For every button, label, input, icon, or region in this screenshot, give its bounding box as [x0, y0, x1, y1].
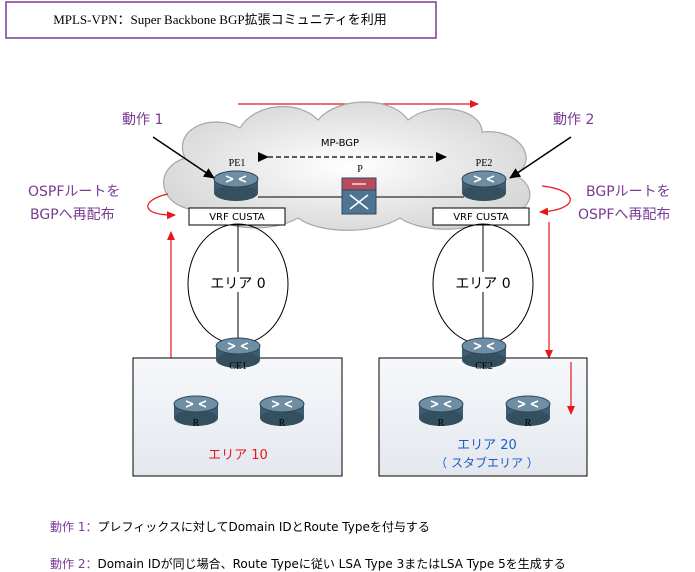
- action1-pointer: [152, 136, 215, 179]
- bgp-to-ospf-line1: BGPルートを: [586, 184, 671, 200]
- ce2-label: CE2: [475, 361, 493, 372]
- area20-box: [378, 357, 588, 477]
- pe1-label: PE1: [229, 158, 246, 169]
- vrf2-label: VRF CUSTA: [453, 212, 509, 223]
- note-action1-text: プレフィックスに対してDomain IDとRoute Typeを付与する: [97, 520, 430, 534]
- mp-bgp-label: MP-BGP: [321, 138, 359, 149]
- action2-pointer: [509, 136, 572, 179]
- pe2-router-icon: [461, 170, 507, 202]
- area20-router-1-label: R: [438, 418, 445, 429]
- left-curve-arrow: [147, 193, 176, 220]
- note-action1: 動作 1：プレフィックスに対してDomain IDとRoute Typeを付与す…: [50, 518, 430, 535]
- p-router-icon: [341, 177, 377, 215]
- area20-label-line1: エリア 20: [457, 438, 517, 453]
- area10-router-2-label: R: [279, 418, 286, 429]
- area20-router-2-label: R: [525, 418, 532, 429]
- mpls-cloud: [163, 101, 531, 231]
- ospf-to-bgp-line2: BGPへ再配布: [30, 207, 115, 223]
- vrf1-box: VRF CUSTA: [188, 207, 286, 226]
- area0-right-label: エリア 0: [455, 276, 510, 292]
- vrf1-label: VRF CUSTA: [209, 212, 265, 223]
- note-action2: 動作 2：Domain IDが同じ場合、Route Typeに従い LSA Ty…: [50, 555, 566, 572]
- area0-left-label: エリア 0: [210, 276, 265, 292]
- area10-box: [132, 357, 343, 477]
- title-box: MPLS-VPN：Super Backbone BGP拡張コミュニティを利用: [5, 1, 437, 39]
- note-action2-label: 動作 2：: [50, 557, 98, 571]
- p-label: P: [357, 164, 363, 175]
- note-action1-label: 動作 1：: [50, 520, 98, 534]
- ospf-to-bgp-line1: OSPFルートを: [28, 184, 120, 200]
- diagram-title: MPLS-VPN：Super Backbone BGP拡張コミュニティを利用: [53, 12, 387, 27]
- action2-label: 動作 2: [553, 112, 594, 128]
- vrf2-box: VRF CUSTA: [432, 207, 530, 226]
- bgp-to-ospf-line2: OSPFへ再配布: [578, 207, 670, 223]
- area10-label: エリア 10: [208, 448, 268, 463]
- action1-label: 動作 1: [122, 112, 163, 128]
- note-action2-text: Domain IDが同じ場合、Route Typeに従い LSA Type 3ま…: [97, 557, 566, 571]
- ce1-label: CE1: [229, 361, 247, 372]
- pe2-label: PE2: [476, 158, 493, 169]
- area10-router-1-label: R: [193, 418, 200, 429]
- area20-label-line2: （ スタブエリア ）: [435, 455, 539, 470]
- right-curve-arrow: [539, 185, 571, 216]
- pe1-router-icon: [213, 170, 259, 202]
